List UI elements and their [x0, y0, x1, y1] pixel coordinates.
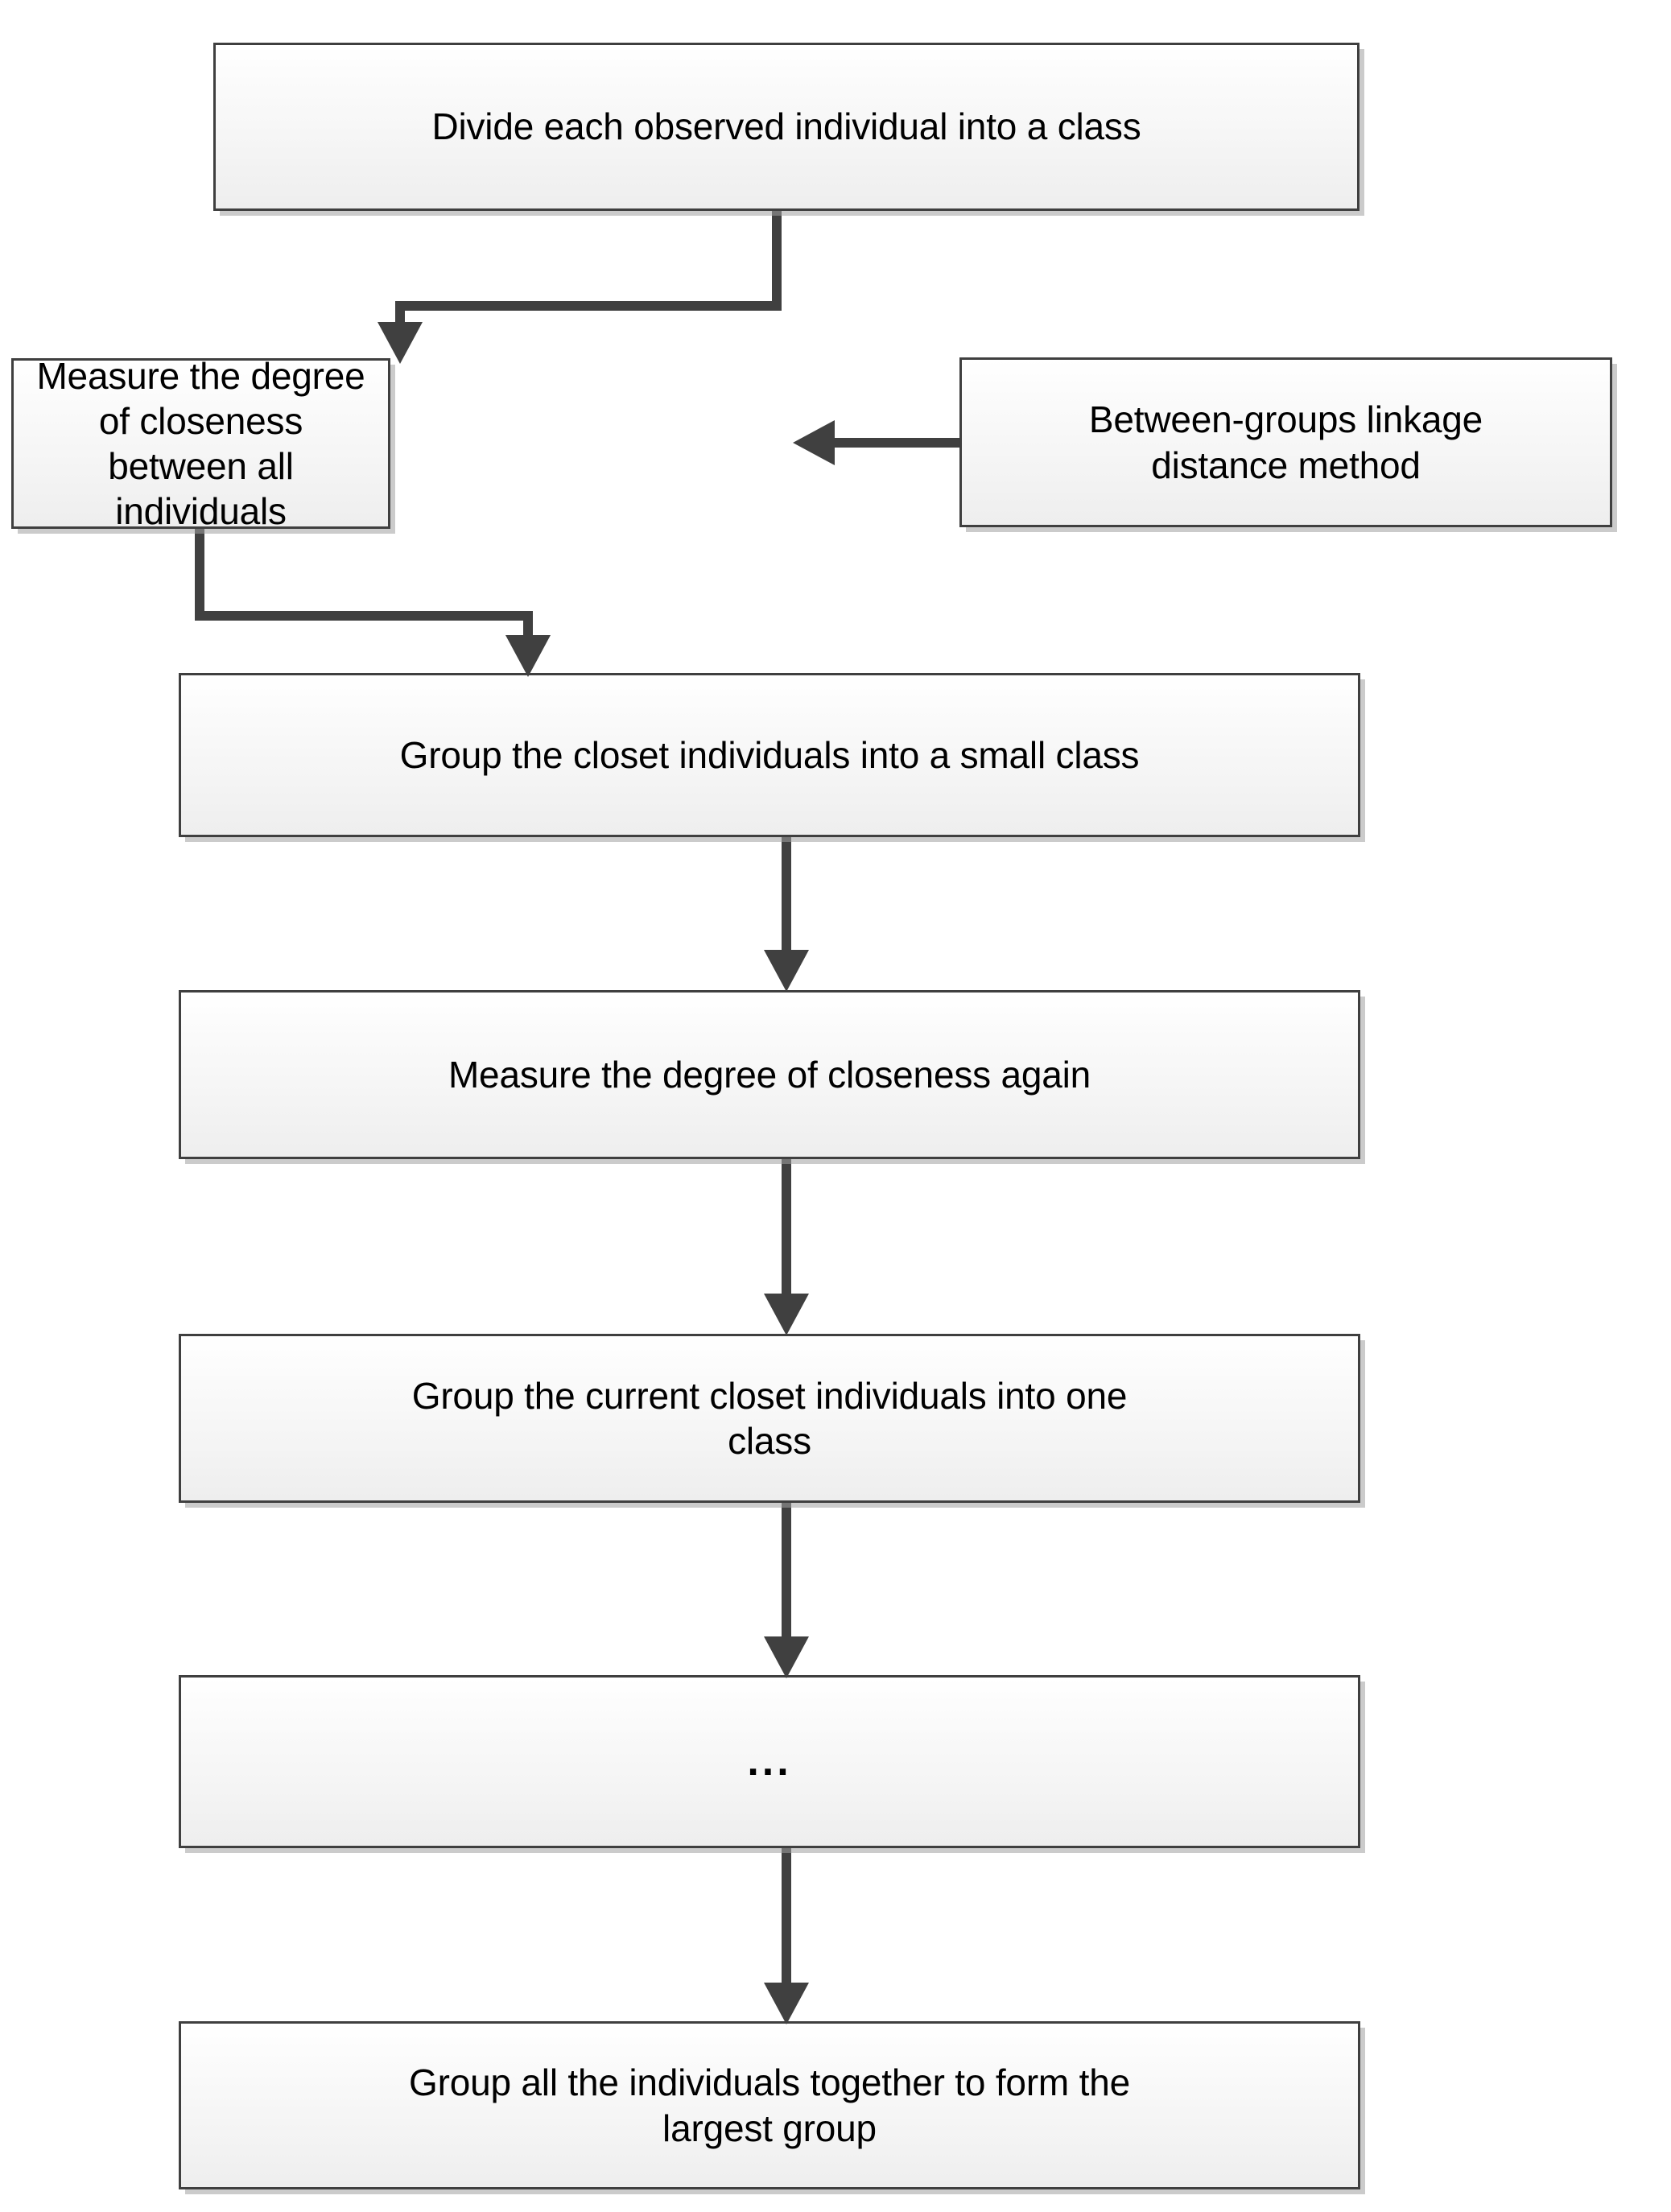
node-divide-each-observed-individual[interactable]: Divide each observed individual into a c…	[213, 43, 1359, 211]
arrowhead-measure-again-to-group-one	[764, 1294, 809, 1335]
node-group-closet-individuals-small-class[interactable]: Group the closet individuals into a smal…	[179, 673, 1360, 837]
arrowhead-ellipsis-to-group-all	[764, 1983, 809, 2024]
connector-measure-to-group-segment-right	[195, 611, 533, 621]
connector-group-small-to-measure-again	[782, 834, 791, 955]
connector-ellipsis-to-group-all	[782, 1845, 791, 1990]
node-label: Measure the degree of closeness again	[448, 1053, 1091, 1096]
node-ellipsis-step[interactable]: ...	[179, 1675, 1360, 1848]
node-label: Group the current closet individuals int…	[411, 1374, 1128, 1462]
node-between-groups-linkage[interactable]: Between-groups linkage distance method	[959, 357, 1612, 527]
node-label: Between-groups linkage distance method	[1088, 398, 1483, 486]
arrowhead-group-one-to-ellipsis	[764, 1636, 809, 1678]
connector-divide-to-measure-segment-left	[395, 301, 782, 311]
node-group-all-individuals-largest-group[interactable]: Group all the individuals together to fo…	[179, 2021, 1360, 2189]
connector-measure-to-group-segment-down	[195, 526, 204, 621]
connector-linkage-to-measure	[833, 438, 962, 448]
node-label: Measure the degree of closeness between …	[36, 354, 365, 533]
connector-divide-to-measure-segment-down	[772, 208, 782, 311]
node-measure-degree-of-closeness-again[interactable]: Measure the degree of closeness again	[179, 990, 1360, 1159]
node-measure-degree-of-closeness[interactable]: Measure the degree of closeness between …	[11, 355, 390, 532]
node-group-current-closet-individuals-one-class[interactable]: Group the current closet individuals int…	[179, 1334, 1360, 1503]
connector-group-one-to-ellipsis	[782, 1500, 791, 1643]
arrowhead-measure-to-group-small	[505, 635, 551, 677]
node-label: Group the closet individuals into a smal…	[399, 733, 1140, 776]
arrowhead-linkage-to-measure	[793, 420, 835, 465]
arrowhead-divide-to-measure	[378, 322, 423, 364]
node-label: Divide each observed individual into a c…	[431, 105, 1141, 148]
connector-measure-again-to-group-one	[782, 1156, 791, 1297]
node-label: Group all the individuals together to fo…	[409, 2061, 1130, 2149]
node-label: ...	[747, 1737, 792, 1785]
arrowhead-group-small-to-measure-again	[764, 950, 809, 992]
